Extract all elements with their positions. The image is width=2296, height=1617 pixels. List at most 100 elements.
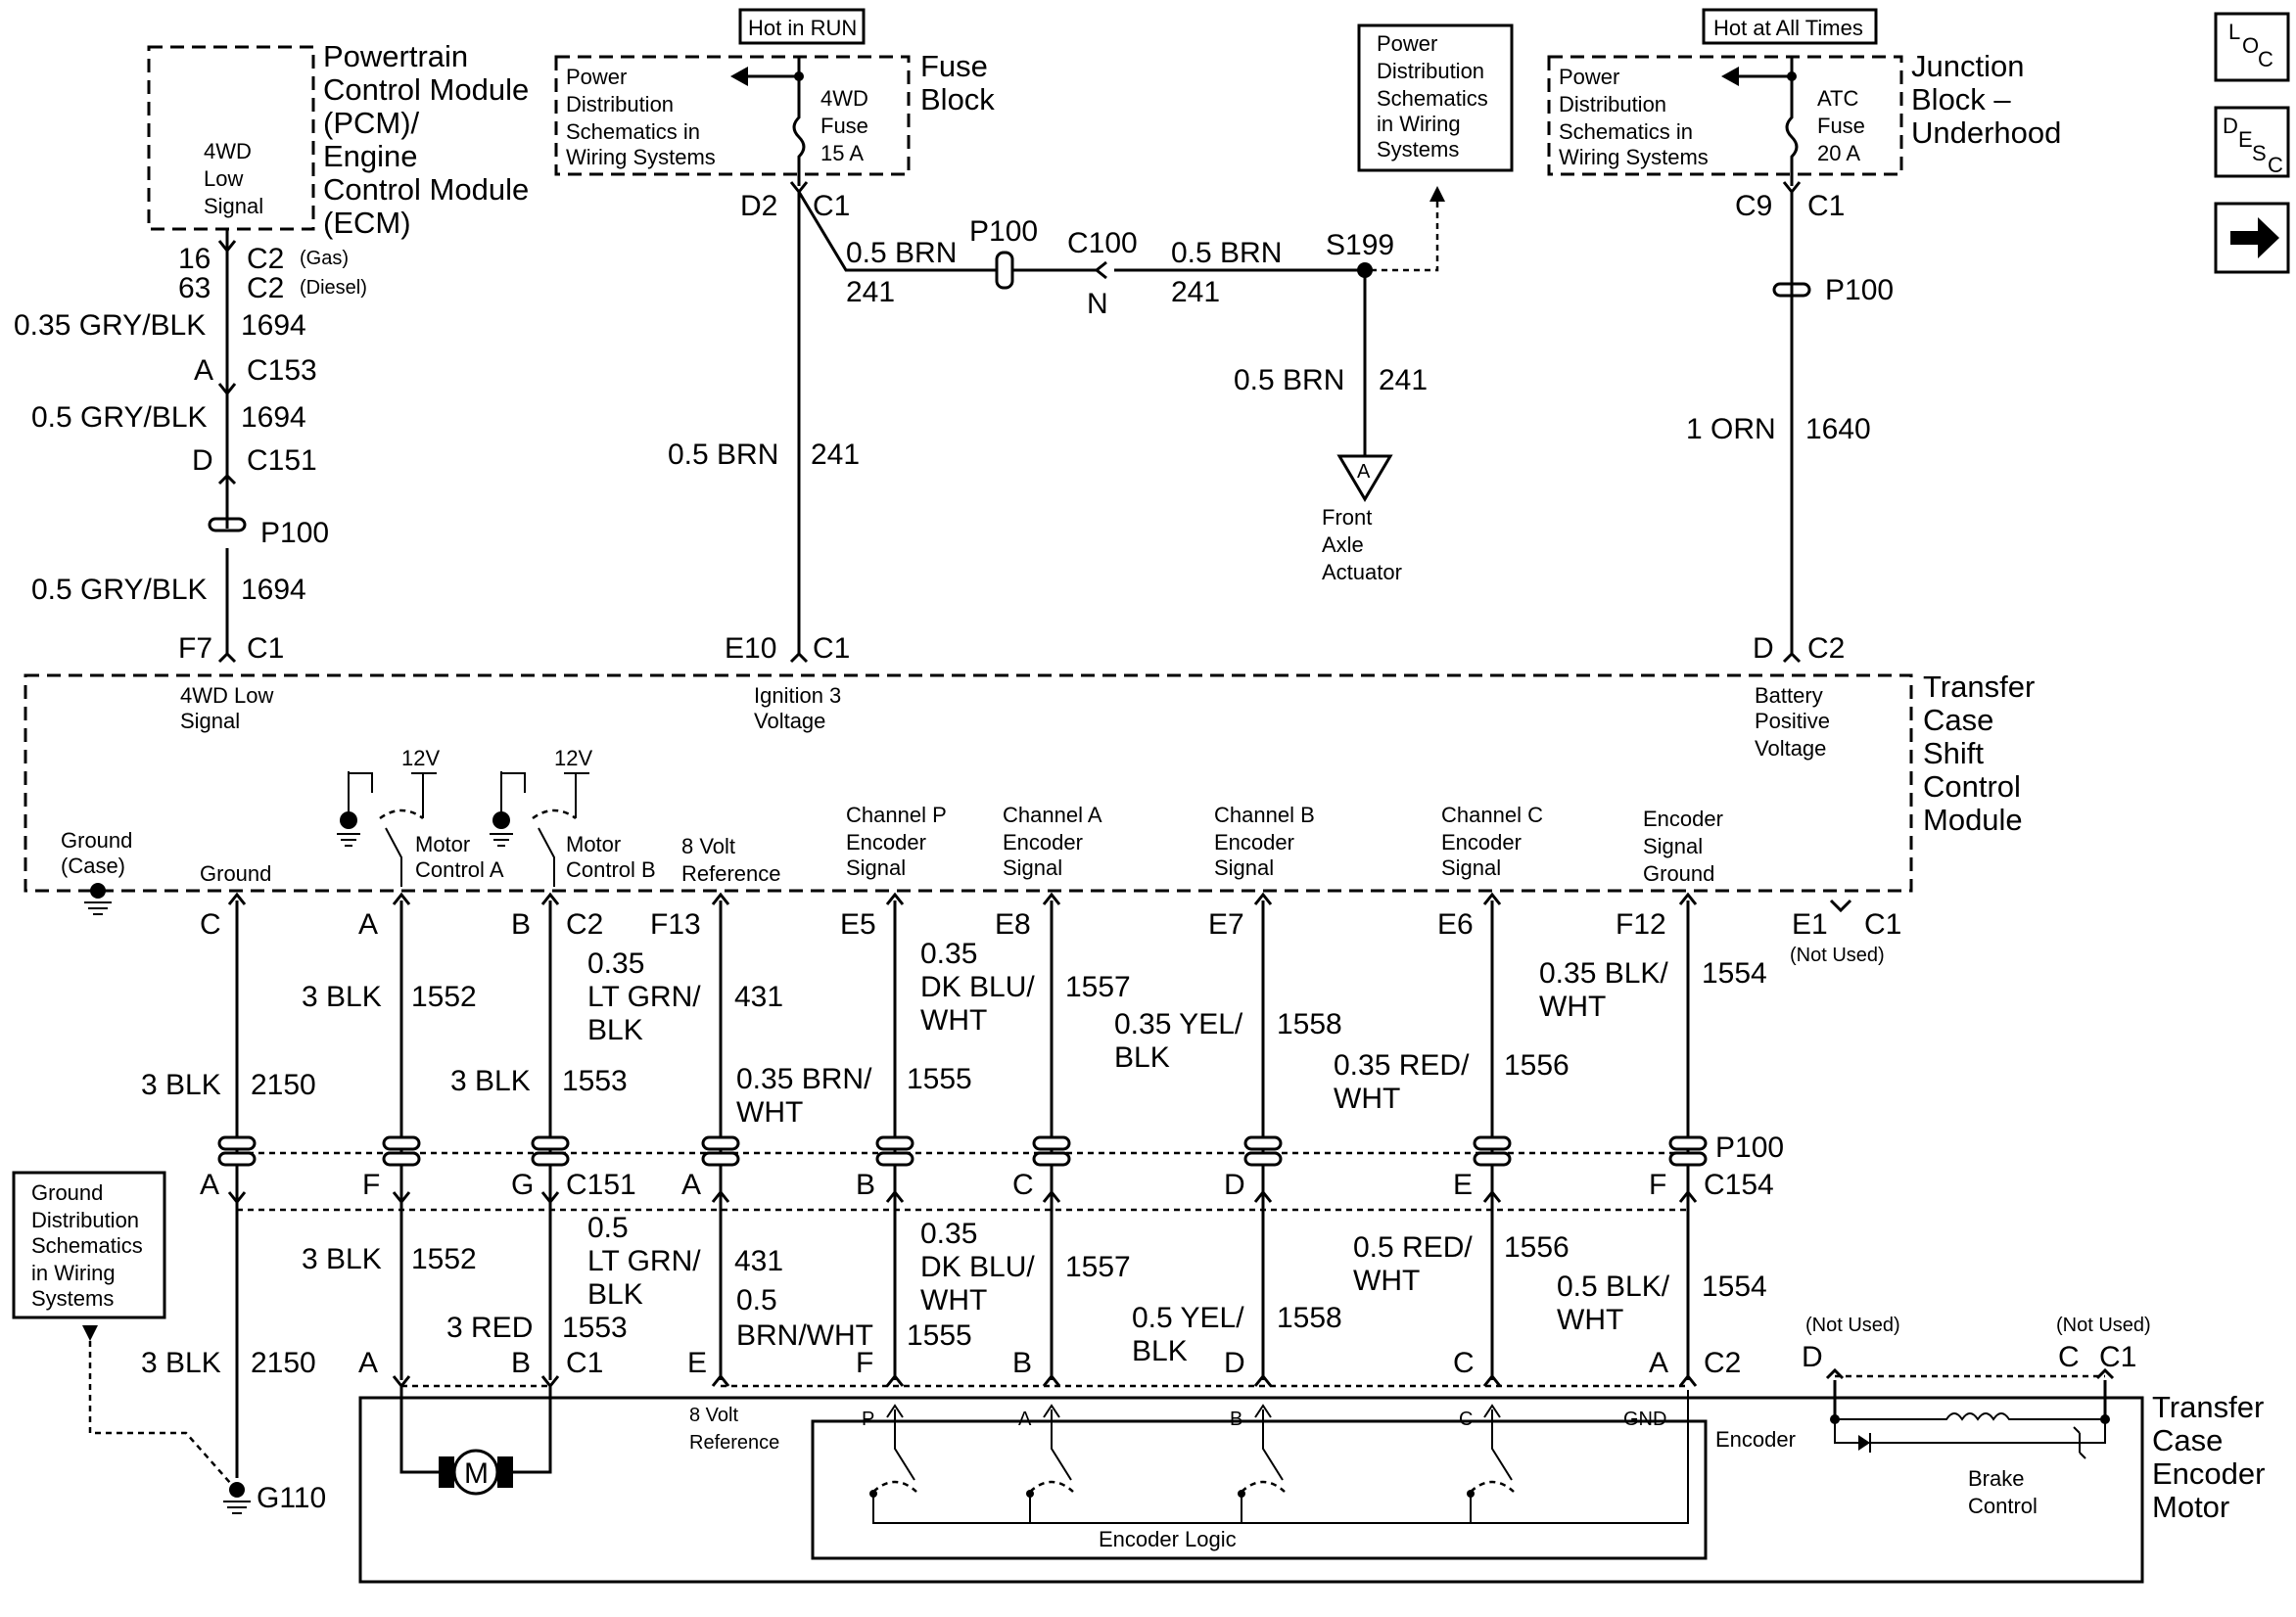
diagram-label: 0.5 GRY/BLK xyxy=(31,401,208,434)
diagram-label: A xyxy=(681,1169,701,1201)
diagram-label: P100 xyxy=(1825,274,1894,306)
next-arrow-icon[interactable] xyxy=(2214,202,2290,274)
diagram-label: 3 BLK xyxy=(302,1243,382,1275)
diagram-label: A xyxy=(358,908,378,941)
wire-1694: 16 63 C2 C2 (Gas) (Diesel) 0.35 GRY/BLK … xyxy=(14,229,367,665)
diagram-label: 3 BLK xyxy=(141,1347,221,1379)
diagram-label: 0.5 xyxy=(587,1212,629,1244)
diagram-label: Signal xyxy=(846,855,906,880)
diagram-label: DK BLU/ xyxy=(920,1251,1035,1283)
diagram-label: 1554 xyxy=(1702,1270,1767,1303)
diagram-label: Channel B xyxy=(1214,803,1315,827)
diagram-label: D2 xyxy=(740,190,777,222)
diagram-label: Channel A xyxy=(1003,803,1102,827)
diagram-label: B xyxy=(1230,1409,1242,1430)
diagram-label: Wiring Systems xyxy=(1559,145,1709,169)
diagram-label: Channel P xyxy=(846,803,947,827)
diagram-label: Channel C xyxy=(1441,803,1543,827)
pds-reference-box[interactable]: Power Distribution Schematics in Wiring … xyxy=(1357,23,1514,172)
diagram-label: Motor xyxy=(2152,1490,2229,1524)
diagram-label: A xyxy=(358,1347,378,1379)
diagram-label: 1555 xyxy=(907,1319,972,1352)
diagram-label: Ignition 3 xyxy=(754,683,841,708)
diagram-label: E6 xyxy=(1437,908,1474,941)
diagram-label: Motor xyxy=(415,832,470,856)
diagram-label: L xyxy=(2228,20,2240,44)
diagram-label: BLK xyxy=(1114,1041,1170,1074)
diagram-label: Distribution xyxy=(1559,92,1666,116)
diagram-label: C100 xyxy=(1067,227,1138,259)
diagram-label: 12V xyxy=(554,746,592,770)
diagram-label: Schematics in xyxy=(566,119,700,144)
diagram-label: Encoder xyxy=(1441,830,1522,855)
diagram-label: Brake xyxy=(1968,1466,2024,1491)
diagram-label: 12V xyxy=(401,746,440,770)
diagram-label: Encoder xyxy=(1643,807,1723,831)
diagram-label: 1552 xyxy=(411,981,477,1013)
diagram-label: Wiring Systems xyxy=(566,145,716,169)
diagram-label: D xyxy=(1753,632,1774,665)
diagram-label: E8 xyxy=(995,908,1031,941)
ground-distribution-reference[interactable]: Ground Distribution Schematics in Wiring… xyxy=(12,1171,166,1319)
diagram-label: WHT xyxy=(920,1284,987,1317)
diagram-label: 1553 xyxy=(562,1312,628,1344)
diagram-label: C xyxy=(200,908,221,941)
diagram-label: Case xyxy=(2152,1423,2223,1457)
diagram-label: B xyxy=(511,908,531,941)
diagram-label: C2 xyxy=(247,272,284,304)
diagram-label: C2 xyxy=(566,908,603,941)
diagram-label: Control Module xyxy=(323,72,529,107)
diagram-label: Reference xyxy=(689,1432,779,1454)
diagram-label: 1640 xyxy=(1805,413,1871,445)
diagram-label: 8 Volt xyxy=(681,834,735,858)
diagram-label: (ECM) xyxy=(323,206,411,240)
diagram-label: Signal xyxy=(1441,855,1501,880)
diagram-label: 1 ORN xyxy=(1686,413,1776,445)
diagram-label: 1554 xyxy=(1702,957,1767,990)
diagram-label: BLK xyxy=(1132,1335,1188,1367)
diagram-label: C151 xyxy=(566,1169,636,1201)
loc-icon[interactable]: L O C xyxy=(2214,12,2290,82)
diagram-label: F xyxy=(1649,1169,1666,1201)
diagram-label: Ground xyxy=(1643,861,1714,886)
pcm-block: 4WD Low Signal Powertrain Control Module… xyxy=(147,39,529,240)
diagram-label: A xyxy=(200,1169,219,1201)
diagram-label: 0.35 xyxy=(587,947,644,980)
diagram-label: 241 xyxy=(811,439,860,471)
diagram-label: F13 xyxy=(650,908,701,941)
diagram-label: Power xyxy=(1559,65,1619,89)
diagram-label: 0.35 xyxy=(920,1218,977,1250)
diagram-label: D xyxy=(2223,114,2238,138)
diagram-label: (Case) xyxy=(61,854,125,878)
diagram-label: P100 xyxy=(260,517,329,549)
diagram-label: 0.5 YEL/ xyxy=(1132,1302,1244,1334)
diagram-label: C xyxy=(1459,1409,1473,1430)
diagram-label: Encoder xyxy=(1214,830,1294,855)
diagram-label: 2150 xyxy=(251,1347,316,1379)
wire-241: D2 C1 0.5 BRN 241 P100 C100 N 0.5 BRN 24… xyxy=(668,181,1445,665)
diagram-label: E10 xyxy=(725,632,776,665)
wire-1640: C9 C1 P100 1 ORN 1640 D C2 xyxy=(1686,181,1894,665)
diagram-label: 1694 xyxy=(241,574,306,606)
diagram-label: C1 xyxy=(1864,908,1901,941)
diagram-label: D xyxy=(1224,1169,1245,1201)
diagram-label: A xyxy=(1649,1347,1668,1379)
diagram-label: Axle xyxy=(1322,532,1364,557)
desc-icon[interactable]: D E S C xyxy=(2214,106,2290,178)
diagram-label: D xyxy=(1802,1341,1823,1373)
diagram-label: C154 xyxy=(1704,1169,1774,1201)
diagram-label: Control xyxy=(1923,769,2021,804)
diagram-label: Voltage xyxy=(754,709,825,733)
diagram-label: 241 xyxy=(846,276,895,308)
diagram-label: E xyxy=(687,1347,707,1379)
diagram-label: Systems xyxy=(31,1286,114,1311)
diagram-label: Junction xyxy=(1911,49,2024,83)
diagram-label: C1 xyxy=(2099,1341,2136,1373)
diagram-label: 0.5 BRN xyxy=(846,237,957,269)
diagram-label: F12 xyxy=(1616,908,1666,941)
diagram-label: WHT xyxy=(1353,1265,1420,1297)
diagram-label: 3 BLK xyxy=(302,981,382,1013)
diagram-label: 0.35 RED/ xyxy=(1334,1049,1470,1082)
diagram-label: C1 xyxy=(813,632,850,665)
diagram-label: (PCM)/ xyxy=(323,106,420,140)
